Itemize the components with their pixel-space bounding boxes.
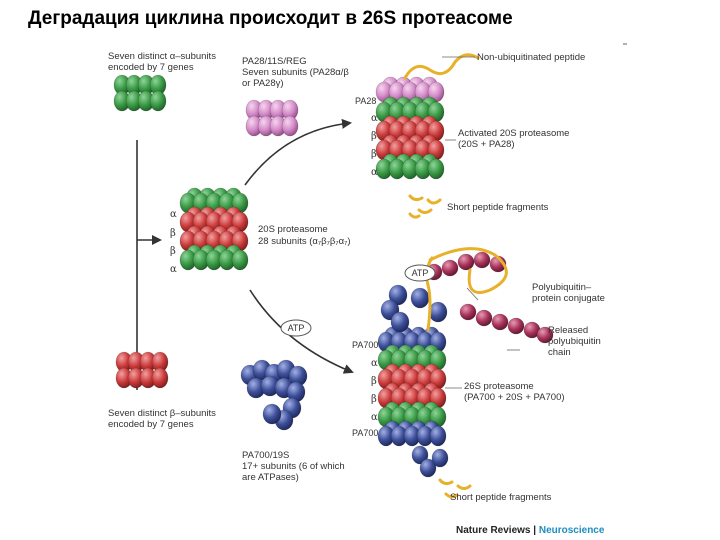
ring-label-act-0: α xyxy=(371,113,378,124)
pa700-lid-bead xyxy=(428,301,448,323)
proteasome-26s-label: 26S proteasome(PA700 + 20S + PA700) xyxy=(464,381,565,403)
pa700-lid-bead xyxy=(410,287,430,309)
activated-20s-label: Activated 20S proteasome(20S + PA28) xyxy=(458,128,569,150)
pa700-base-bead xyxy=(431,448,449,468)
polyub-label: Polyubiquitin–protein conjugate xyxy=(532,282,605,304)
act-alpha-ring-bottom-front xyxy=(427,158,445,180)
top-fragment-2 xyxy=(426,198,442,205)
pa28-tag: PA28 xyxy=(355,96,376,106)
ring-label-mid-0: α xyxy=(170,209,177,220)
ring-label-act-2: β xyxy=(371,149,377,160)
released-ub-bead xyxy=(507,317,525,335)
pa700-peptide xyxy=(425,256,434,332)
bottom-fragment-3 xyxy=(444,492,459,499)
svg-text:ATP: ATP xyxy=(412,268,429,278)
pa28-subunit-bead xyxy=(281,115,299,137)
top-fragment-4 xyxy=(408,212,421,219)
subunit-beads xyxy=(113,74,554,478)
leader-lines xyxy=(442,56,520,389)
ring-label-act-3: α xyxy=(371,167,378,178)
released-ub-bead xyxy=(459,303,477,321)
top-fragment-3 xyxy=(417,208,433,214)
curve-arrow-to-26s xyxy=(249,289,354,374)
polyub-bead xyxy=(473,251,491,269)
short-fragments-bottom-label: Short peptide fragments xyxy=(450,492,552,503)
top-fragment-1 xyxy=(408,194,424,202)
beta-subunit-bead xyxy=(151,367,169,389)
peptide-chains xyxy=(403,53,508,499)
ring-label-26s-2: β xyxy=(371,394,377,405)
polyub-peptide-loop xyxy=(428,247,508,294)
polyub-bead xyxy=(441,259,459,277)
p26-pa700-bottom-ring-front xyxy=(429,425,447,447)
flow-arrows xyxy=(136,118,354,390)
ring-label-26s-0: α xyxy=(371,358,378,369)
pa700-base-bead xyxy=(419,458,437,478)
non-ub-peptide-label: Non-ubiquitinated peptide xyxy=(477,52,585,63)
slide-title: Деградация циклина происходит в 26S прот… xyxy=(28,8,513,29)
atp-bottom-badge: ATP xyxy=(280,319,312,337)
ring-label-26s-3: α xyxy=(371,412,378,423)
bottom-fragment-1 xyxy=(438,478,454,486)
pa700-free-bead xyxy=(262,403,282,425)
bottom-fragment-2 xyxy=(456,484,472,490)
atp-top-badge: ATP xyxy=(404,264,436,282)
ring-label-act-1: β xyxy=(371,131,377,142)
ring-label-mid-2: β xyxy=(170,246,176,257)
svg-text:ATP: ATP xyxy=(288,323,305,333)
pa700-top-tag: PA700 xyxy=(352,340,378,350)
mid-alpha-ring-bottom-front xyxy=(231,249,249,271)
pa700-base-bead xyxy=(411,445,429,465)
pa700-lid-bead xyxy=(390,311,410,333)
released-ub-bead xyxy=(475,309,493,327)
short-fragments-top-label: Short peptide fragments xyxy=(447,202,549,213)
pa700-bottom-tag: PA700 xyxy=(352,428,378,438)
released-ub-bead xyxy=(491,313,509,331)
curve-arrow-to-activated xyxy=(244,118,352,186)
released-ub-bead xyxy=(536,326,554,344)
ring-label-mid-1: β xyxy=(170,228,176,239)
alpha-subunit-bead xyxy=(149,90,167,112)
ring-label-26s-1: β xyxy=(371,376,377,387)
ring-label-mid-3: α xyxy=(170,264,177,275)
pa700-lid-bead xyxy=(388,284,408,306)
non-ub-peptide-chain xyxy=(403,53,480,80)
polyub-bead xyxy=(457,253,475,271)
journal-credit: Nature Reviews | Neuroscience xyxy=(456,525,605,536)
